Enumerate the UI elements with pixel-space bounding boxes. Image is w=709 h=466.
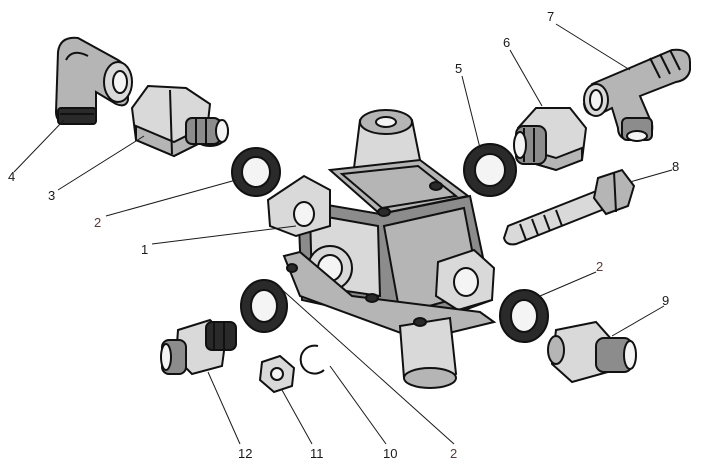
part-11-nut [258,354,296,394]
label-6: 6 [503,35,510,50]
label-1: 1 [141,242,148,257]
label-5: 5 [455,61,462,76]
label-11: 11 [310,446,324,461]
label-8: 8 [672,159,679,174]
part-2-washer-lower-left [240,279,288,333]
part-9-connector [547,320,637,384]
label-12: 12 [238,446,252,461]
part-3-union-nut [130,84,229,158]
leader-lines [13,23,673,445]
part-2-washer-upper-left [231,147,281,197]
label-2-bottom: 2 [450,446,457,461]
part-2-washer-lower-right [499,289,549,343]
label-2-right: 2 [596,259,603,274]
label-7: 7 [547,9,554,24]
part-labels: 4 3 2 1 5 6 7 8 2 9 12 11 10 2 [8,9,679,461]
part-7-tee-fitting [582,48,691,142]
part-10-lock-ring [299,344,325,375]
part-12-threaded-connector [160,318,237,376]
label-9: 9 [662,293,669,308]
label-10: 10 [383,446,397,461]
part-8-bolt [502,168,636,246]
label-2-upper-left: 2 [94,215,101,230]
part-4-elbow-fitting [54,36,133,125]
part-5-washer [463,143,517,197]
part-1-valve-body [266,109,497,389]
part-6-union-nut [513,107,588,172]
label-4: 4 [8,169,15,184]
label-3: 3 [48,188,55,203]
